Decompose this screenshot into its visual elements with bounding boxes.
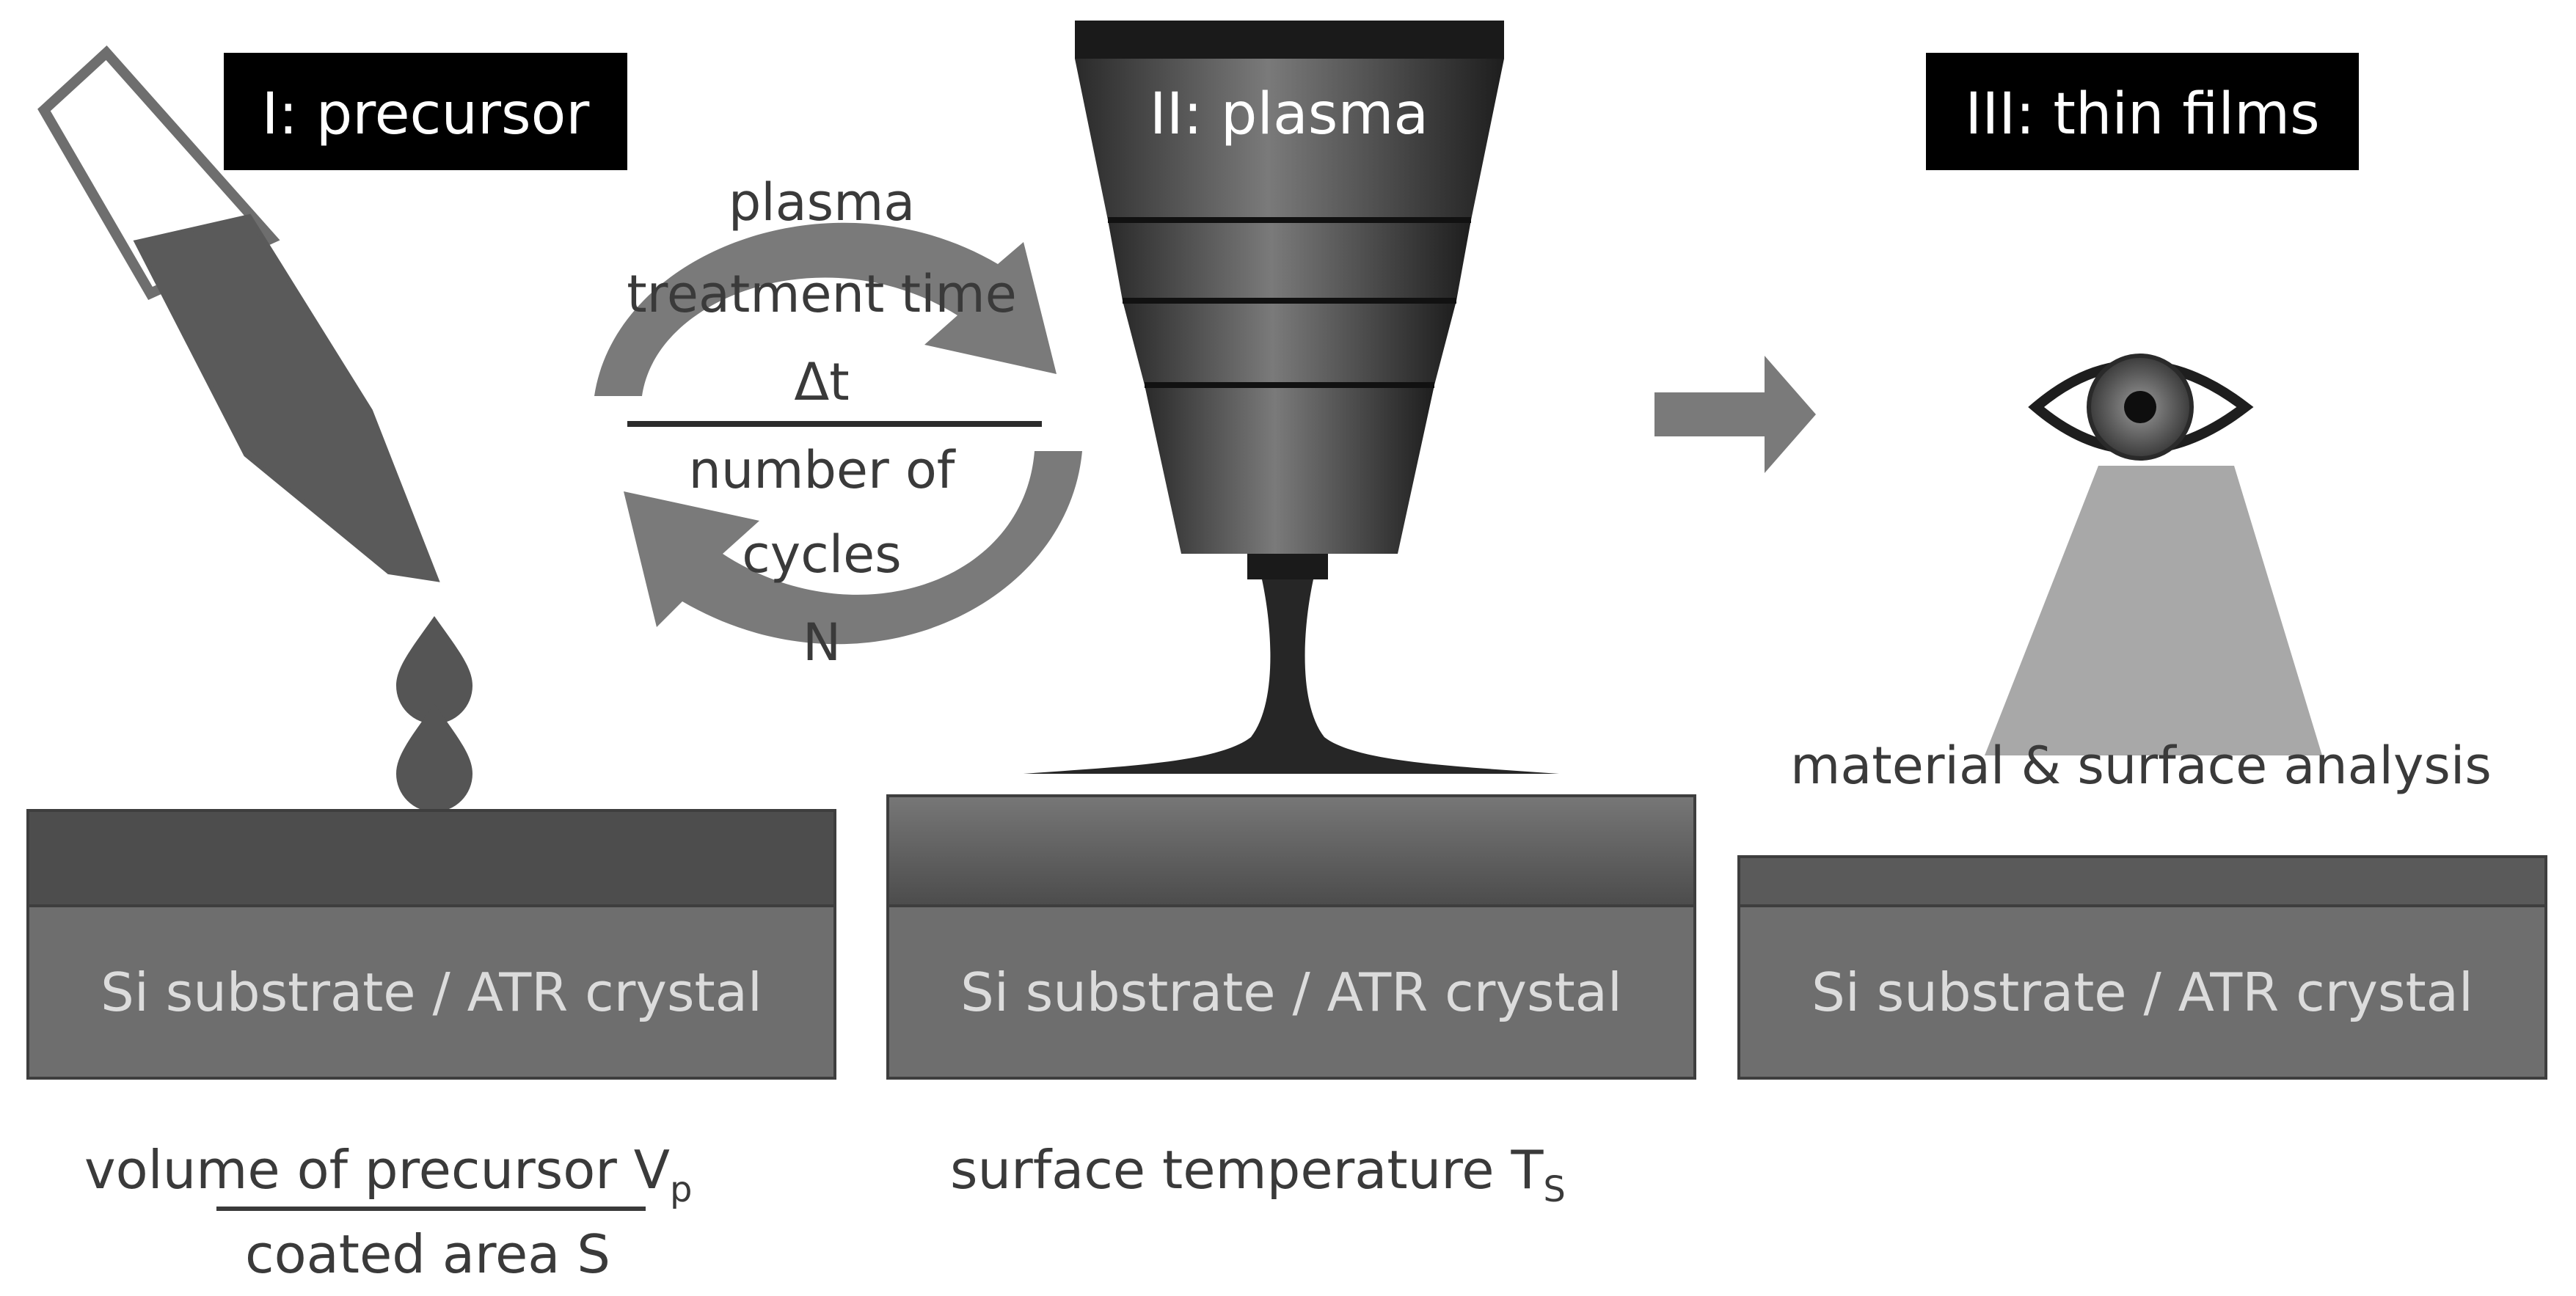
substrate-right-label: Si substrate / ATR crystal — [1811, 962, 2473, 1023]
droplet-icon — [396, 704, 472, 812]
precursor-title-box — [224, 53, 627, 170]
cycle-arrow-bottom — [624, 451, 1082, 645]
pipette-icon — [37, 45, 440, 582]
droplet-icon — [396, 616, 472, 724]
cycle-group: plasma treatment time Δt number of cycle… — [594, 172, 1082, 673]
plasma-film-layer — [886, 794, 1696, 907]
films-title: III: thin films — [1965, 81, 2319, 147]
analysis-beam — [1985, 466, 2322, 755]
eye-icon — [2028, 354, 2254, 461]
stage-plasma: II: plasma Si substrate / ATR crystal su… — [886, 21, 1696, 1210]
films-film-layer — [1737, 855, 2547, 907]
cycle-line-3: Δt — [794, 352, 849, 412]
cycle-line-2: treatment time — [627, 264, 1017, 324]
area-caption: coated area S — [245, 1223, 610, 1285]
temperature-caption: surface temperature TS — [950, 1139, 1566, 1210]
substrate-middle-label: Si substrate / ATR crystal — [960, 962, 1622, 1023]
precursor-film-layer — [26, 809, 836, 907]
substrate-left — [26, 904, 836, 1080]
plasma-jet-icon — [1024, 579, 1559, 774]
volume-caption: volume of precursor Vp — [84, 1139, 693, 1210]
cycle-line-4: number of — [689, 440, 956, 500]
substrate-right — [1737, 904, 2547, 1080]
substrate-left-label: Si substrate / ATR crystal — [101, 962, 762, 1023]
transition-arrow — [1654, 356, 1816, 473]
cycle-line-5: cycles — [742, 524, 901, 585]
cycle-line-6: N — [803, 612, 841, 673]
plasma-nozzle-icon — [1075, 21, 1504, 579]
cycle-line-1: plasma — [729, 172, 915, 233]
stage-precursor: I: precursor Si substrate / ATR crystal … — [26, 45, 836, 1285]
cycle-arrow-top — [594, 222, 1057, 396]
substrate-middle — [886, 904, 1696, 1080]
precursor-title: I: precursor — [262, 81, 591, 147]
stage-thin-films: III: thin films material & surface analy… — [1737, 53, 2547, 1080]
analysis-caption: material & surface analysis — [1790, 736, 2492, 796]
films-title-box — [1926, 53, 2359, 170]
plasma-title: II: plasma — [1150, 81, 1429, 147]
